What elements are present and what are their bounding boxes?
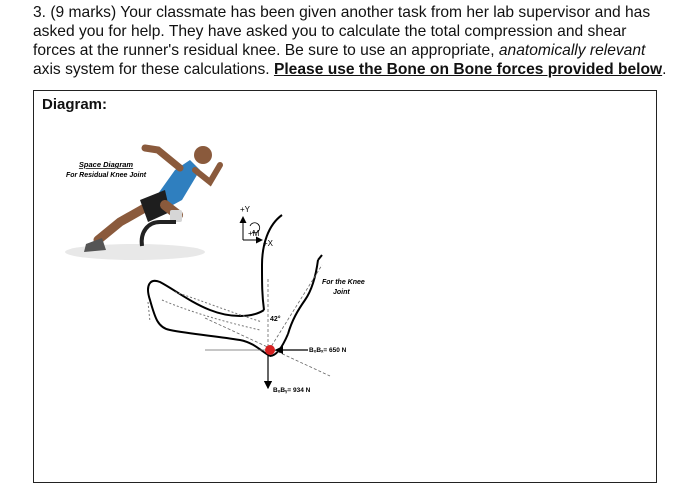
runner-illustration [65, 144, 223, 260]
force-x-label: BₒBₓ= 650 N [309, 347, 347, 354]
moment-label: +M [248, 229, 260, 238]
question-requirement: Please use the Bone on Bone forces provi… [273, 61, 663, 78]
space-diagram-subtitle: For Residual Knee Joint [66, 172, 147, 179]
question-italic: anatomically relevant [498, 42, 646, 59]
question-part2: axis system for these calculations. [33, 61, 274, 78]
knee-label-line1: For the Knee [322, 279, 365, 286]
leg-sketch [147, 214, 331, 377]
force-y-label: BₒBᵧ= 934 N [273, 387, 311, 394]
knee-joint-marker [265, 345, 275, 355]
diagram-title: Diagram: [42, 96, 108, 113]
question-end: . [662, 61, 667, 78]
question-number: 3. (9 marks) [33, 4, 117, 21]
knee-label-line2: Joint [333, 289, 350, 296]
angle-label: 42° [270, 315, 281, 323]
question-text: 3. (9 marks) Your classmate has been giv… [33, 3, 673, 79]
diagram-box: Diagram: [33, 90, 657, 483]
axis-x-label: +X [263, 239, 274, 248]
axis-system: +Y +X +M [239, 205, 274, 248]
space-diagram-title: Space Diagram [79, 160, 134, 169]
force-vectors [263, 345, 308, 390]
question-part1: Your classmate has been given another ta… [33, 4, 651, 59]
axis-y-label: +Y [240, 205, 251, 214]
